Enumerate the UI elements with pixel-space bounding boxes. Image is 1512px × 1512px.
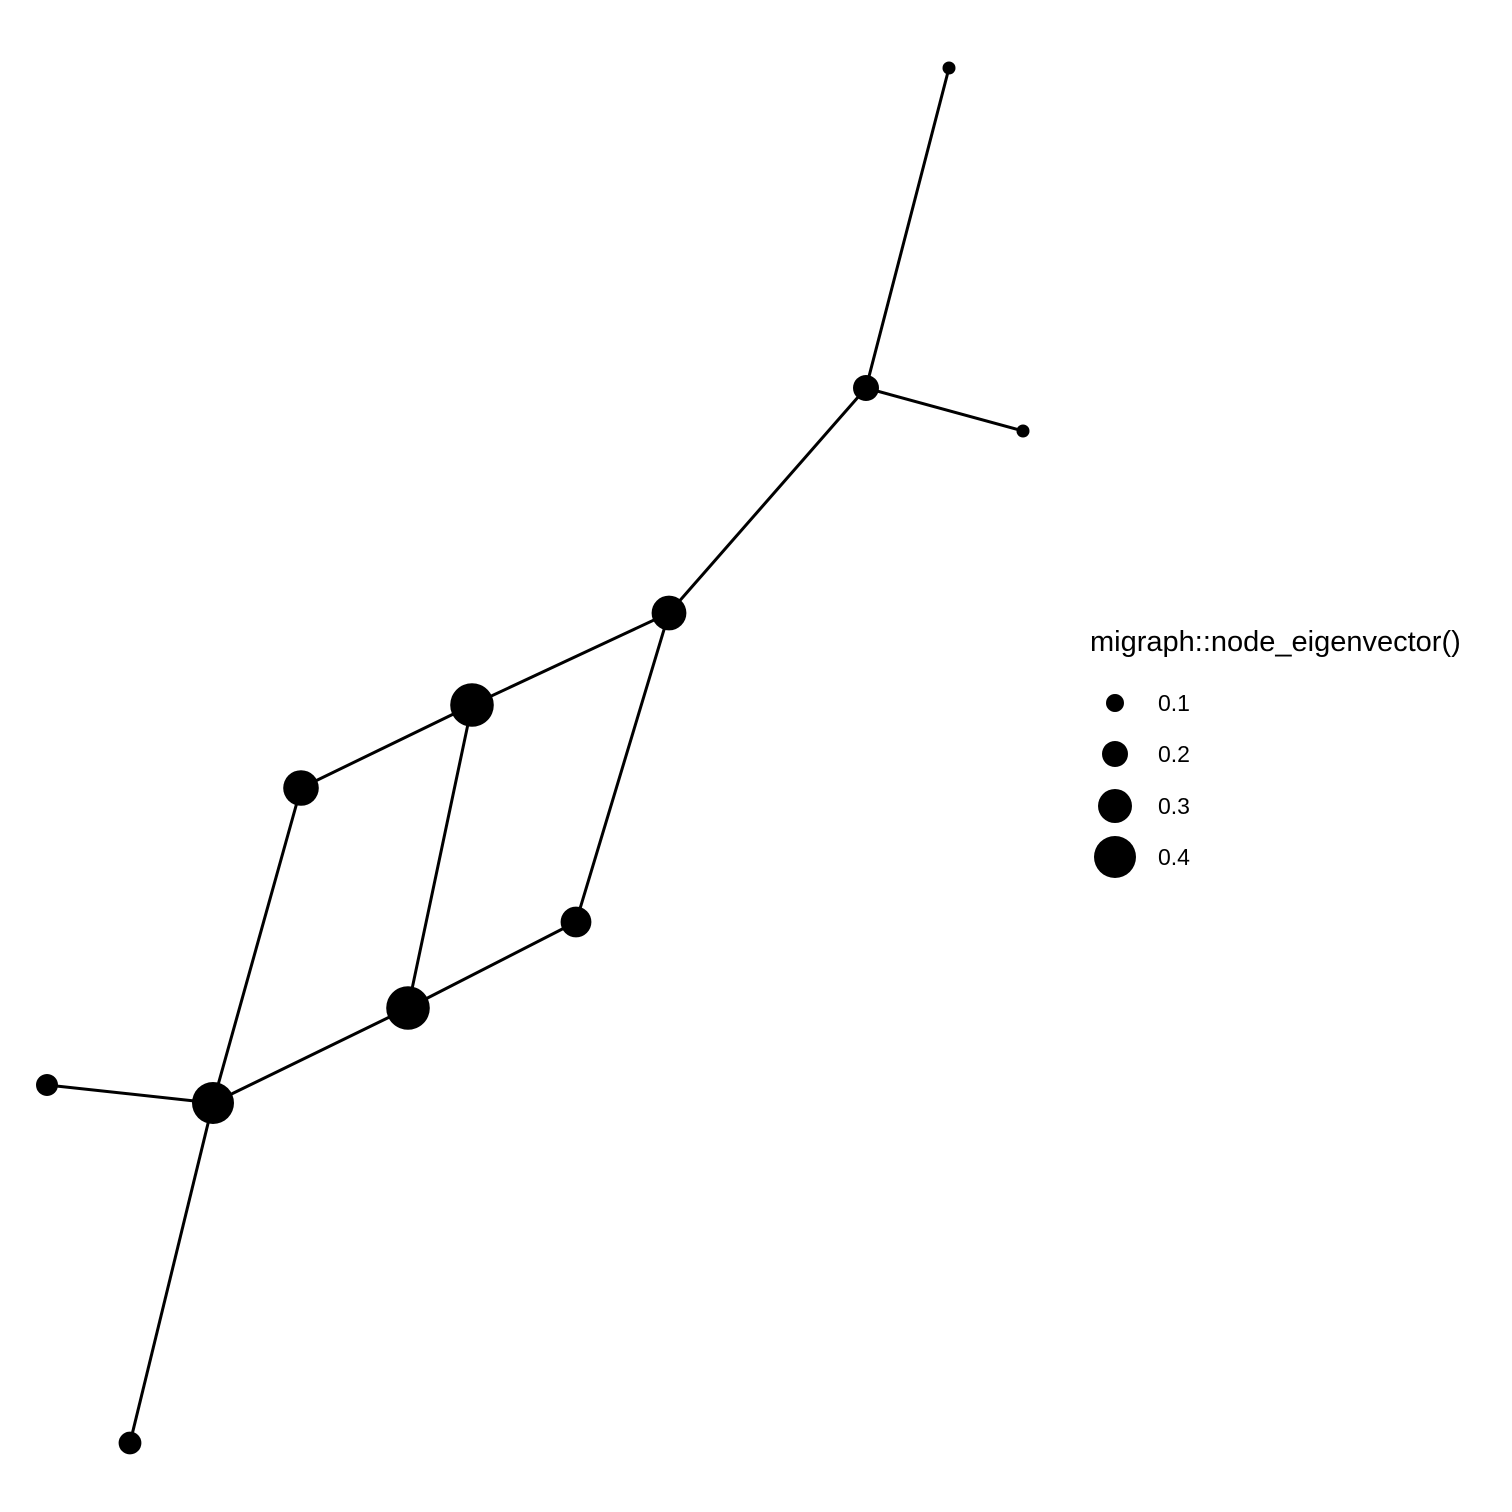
edge-e-h [406,704,474,1009]
edge-i-j [46,1083,214,1105]
edge-b-c [865,386,1024,433]
legend-label-2: 0.3 [1158,793,1190,819]
legend-dot-1 [1102,741,1128,767]
legend-label-3: 0.4 [1158,844,1190,870]
legend-label-0: 0.1 [1158,690,1190,716]
node-k [118,1431,142,1455]
node-j [192,1082,234,1124]
edge-j-k [128,1102,215,1444]
node-i [36,1074,58,1096]
legend-dot-2 [1098,789,1132,823]
legend-dot-3 [1094,836,1136,878]
edge-b-d [667,387,868,614]
legend-dot-0 [1106,694,1124,712]
edges [46,67,1024,1444]
node-b [853,375,879,401]
node-h [386,986,430,1030]
edge-f-j [211,787,303,1104]
edge-h-j [212,1006,409,1105]
nodes [36,61,1030,1455]
node-g [560,906,592,938]
edge-e-f [300,703,473,790]
legend-title: migraph::node_eigenvector() [1090,626,1461,658]
edge-h-g [407,920,577,1010]
node-a [942,61,956,75]
node-e [450,683,494,727]
node-d [651,595,687,631]
edge-d-g [574,612,671,923]
legend-label-1: 0.2 [1158,741,1190,767]
node-f [283,770,319,806]
node-c [1016,424,1030,438]
edge-d-e [471,611,670,707]
edge-a-b [864,67,951,389]
